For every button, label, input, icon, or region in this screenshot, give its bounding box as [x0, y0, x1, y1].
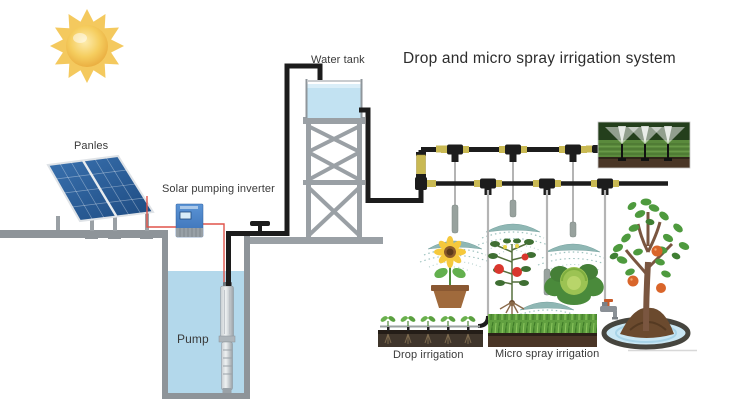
label-micro-spray-irrigation: Micro spray irrigation: [495, 348, 600, 360]
label-drop-irrigation: Drop irrigation: [393, 349, 464, 361]
tank-outlet-pipe: [359, 107, 424, 203]
label-pump: Pump: [177, 332, 209, 346]
label-water-tank: Water tank: [311, 54, 365, 66]
grass-bed: [488, 314, 597, 347]
power-wires: [146, 196, 225, 286]
pipe-tee-connectors-top: [441, 144, 587, 162]
label-solar-panels: Panles: [74, 140, 109, 152]
sunflower: [431, 236, 469, 308]
cabbage: [544, 264, 604, 305]
water-tank: [305, 79, 363, 118]
faucet: [600, 299, 618, 320]
sun-icon: [50, 9, 124, 83]
fruit-tree: [609, 198, 690, 338]
pump-to-tank-pipe: [226, 63, 323, 286]
tower: [303, 117, 365, 240]
tomato-plant: [488, 238, 536, 315]
drip-feed-tube: [477, 190, 490, 328]
submersible-pump: [218, 282, 236, 393]
valve: [250, 221, 270, 234]
micro-sprinkler-low: [511, 190, 583, 333]
drip-bed: [378, 314, 483, 347]
well: [162, 236, 250, 399]
riser-coupler: [416, 152, 426, 178]
label-solar-pumping-inverter: Solar pumping inverter: [162, 183, 275, 195]
page-title: Drop and micro spray irrigation system: [403, 50, 676, 67]
sprinkler-photo: [597, 121, 691, 169]
ground: [0, 230, 383, 244]
solar-panels: [46, 154, 155, 239]
solar-pumping-inverter: [175, 203, 204, 238]
